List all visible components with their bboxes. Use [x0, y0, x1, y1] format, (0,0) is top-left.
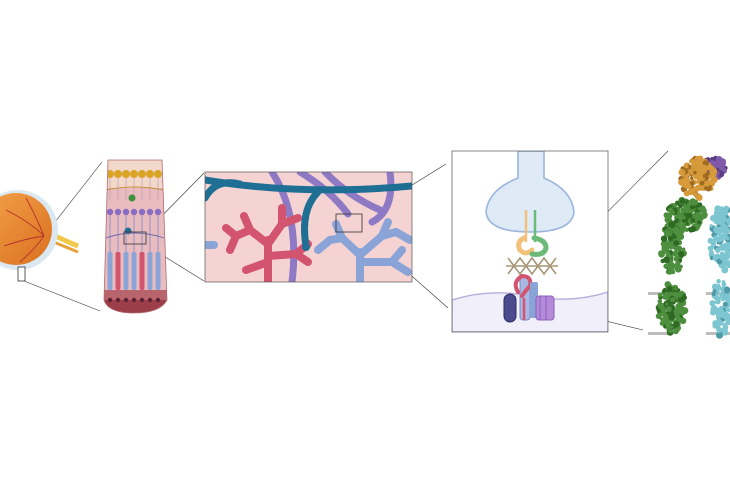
ganglion-cell [154, 170, 162, 178]
bipolar-cell [122, 208, 130, 216]
ganglion-cell [146, 170, 154, 178]
ganglion-cell [130, 170, 138, 178]
dendrite-zoom-box [335, 213, 363, 233]
photoreceptor [139, 252, 145, 290]
synaptic-lattice [506, 256, 558, 276]
bipolar-cell [154, 208, 162, 216]
synapse-panel-frame [451, 150, 609, 333]
ganglion-cell [138, 170, 146, 178]
dendrite-branch-icon [204, 171, 413, 283]
protein-complex-icon [648, 155, 730, 339]
eye-retina-surface [0, 193, 52, 265]
retina-cells [105, 170, 165, 303]
blue-dendrite [205, 218, 412, 282]
protein-blobs [655, 155, 730, 339]
ganglion-cell [122, 170, 130, 178]
synapse-icon [451, 150, 609, 333]
photoreceptor [107, 252, 113, 290]
connector-eye-retina-bottom [23, 280, 101, 312]
bipolar-cell [106, 208, 114, 216]
receptor-dark [503, 293, 517, 323]
photoreceptor [123, 252, 129, 290]
bipolar-cell [138, 208, 146, 216]
bipolar-cell [146, 208, 154, 216]
red-dendrite [222, 204, 312, 282]
eye-icon [0, 190, 79, 282]
amacrine-cell [128, 194, 136, 202]
bipolar-cell [130, 208, 138, 216]
retina-layers-icon [103, 159, 168, 314]
bipolar-cell [114, 208, 122, 216]
photoreceptor [115, 252, 121, 290]
ganglion-cell [114, 170, 122, 178]
receptor-purple [535, 295, 555, 321]
teal-axon [205, 176, 412, 250]
photoreceptor [155, 252, 161, 290]
presynaptic-terminal [485, 151, 575, 233]
retina-zoom-box [123, 231, 147, 245]
eye-zoom-box [17, 266, 26, 282]
photoreceptor [147, 252, 153, 290]
photoreceptor [131, 252, 137, 290]
